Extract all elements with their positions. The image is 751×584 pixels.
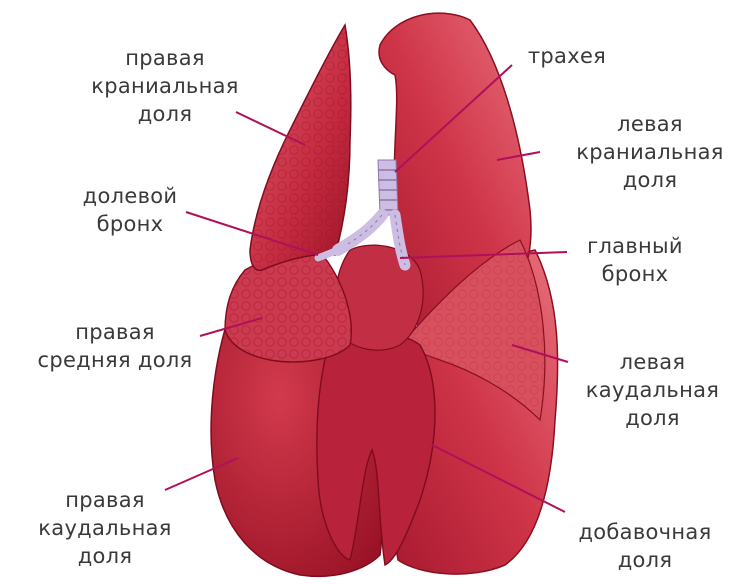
label-text: доля (565, 546, 725, 574)
label-text: бронх (570, 260, 700, 288)
label-main-bronchus: главный бронх (570, 232, 700, 288)
label-text: правая (30, 486, 180, 514)
label-text: доля (570, 404, 735, 432)
label-right-cranial-lobe: правая краниальная доля (90, 44, 240, 128)
label-text: доля (90, 100, 240, 128)
label-text: доля (30, 542, 180, 570)
label-trachea: трахея (512, 42, 622, 70)
label-right-middle-lobe: правая средняя доля (10, 318, 220, 374)
label-lobar-bronchus: долевой бронх (70, 182, 190, 238)
label-text: краниальная (90, 72, 240, 100)
label-accessory-lobe: добавочная доля (565, 518, 725, 574)
label-text: добавочная (565, 518, 725, 546)
label-text: долевой (70, 182, 190, 210)
label-right-caudal-lobe: правая каудальная доля (30, 486, 180, 570)
label-text: краниальная (560, 138, 740, 166)
label-text: трахея (512, 42, 622, 70)
label-text: бронх (70, 210, 190, 238)
label-left-caudal-lobe: левая каудальная доля (570, 348, 735, 432)
label-text: каудальная (570, 376, 735, 404)
label-text: левая (560, 110, 740, 138)
label-text: главный (570, 232, 700, 260)
label-text: правая (10, 318, 220, 346)
label-left-cranial-lobe: левая краниальная доля (560, 110, 740, 194)
label-text: правая (90, 44, 240, 72)
label-text: доля (560, 166, 740, 194)
label-text: каудальная (30, 514, 180, 542)
label-text: средняя доля (10, 346, 220, 374)
label-text: левая (570, 348, 735, 376)
